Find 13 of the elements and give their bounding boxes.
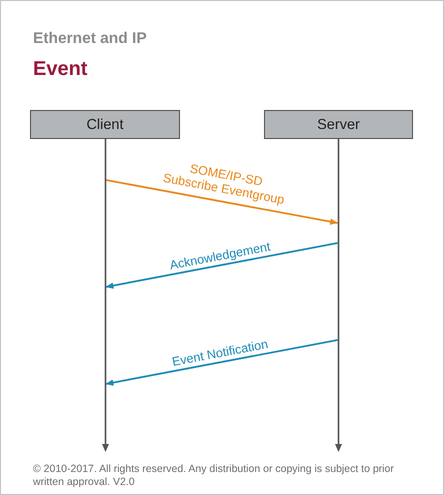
participant-box (264, 110, 413, 139)
message-label: Event Notification (170, 336, 270, 372)
participant-box (30, 110, 180, 139)
copyright-notice: © 2010-2017. All rights reserved. Any distribution or copying is subject to prior written approval. V2.0 (33, 463, 395, 488)
diagram-title: Event (33, 58, 88, 81)
message-arrow (105, 242, 338, 289)
message-arrow (106, 179, 338, 225)
lifeline-arrow (335, 139, 342, 452)
message-arrow (105, 339, 338, 386)
participant-name: Client (86, 116, 124, 132)
lifeline-arrow (102, 139, 108, 452)
section-heading: Ethernet and IP (33, 30, 148, 49)
participant-name: Server (317, 116, 360, 132)
